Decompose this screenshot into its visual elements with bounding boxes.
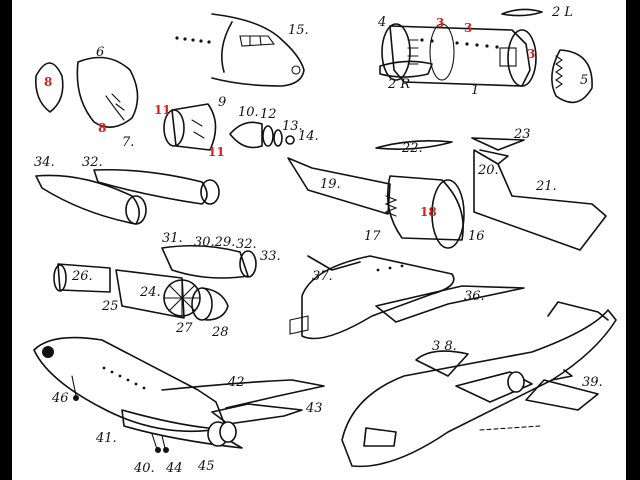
exploded-aircraft-drawing bbox=[33, 8, 617, 468]
label-part-18: 18 bbox=[420, 205, 437, 219]
part-5-aft-ring bbox=[551, 49, 593, 104]
label-part-22: 22. bbox=[402, 141, 423, 156]
part-6-nose-cone bbox=[76, 56, 139, 128]
label-part-24: 24. bbox=[140, 285, 161, 300]
label-part-3a: 3 bbox=[436, 16, 445, 30]
exploded-aircraft-parts-sheet: 1 2 L 2 R 3 3 3 4 5 6 7. 8 8 9 10. 11 11… bbox=[12, 0, 626, 480]
label-part-12: 12 bbox=[260, 107, 277, 122]
label-part-43: 43 bbox=[306, 401, 323, 416]
assembled-airliner-left bbox=[33, 336, 325, 453]
label-part-11b: 11 bbox=[208, 145, 225, 159]
label-part-2r: 2 R bbox=[388, 77, 411, 92]
label-part-36: 36. bbox=[464, 289, 485, 304]
label-part-31: 31. bbox=[162, 231, 183, 246]
label-part-32b: 32. bbox=[236, 237, 257, 252]
label-part-20: 20. bbox=[478, 163, 499, 178]
label-part-17: 17 bbox=[364, 229, 381, 244]
label-part-38: 3 8. bbox=[432, 339, 457, 354]
label-part-21: 21. bbox=[536, 179, 557, 194]
label-part-42: 42 bbox=[228, 375, 245, 390]
label-part-16: 16 bbox=[468, 229, 485, 244]
label-part-28: 28 bbox=[212, 325, 229, 340]
part-20-21-tail-fuselage bbox=[473, 149, 607, 251]
label-part-3b: 3 bbox=[464, 21, 473, 35]
part-2r-fairing bbox=[379, 60, 433, 78]
part-19-wing bbox=[287, 157, 391, 215]
label-part-13: 13. bbox=[282, 119, 303, 134]
part-9-engine-intake bbox=[163, 103, 217, 151]
part-26-intake-cowl bbox=[53, 263, 111, 293]
part-31-33-engine-core bbox=[161, 244, 257, 279]
label-part-9: 9 bbox=[218, 95, 227, 110]
label-part-32a: 32. bbox=[82, 155, 103, 170]
part-28-exhaust-ring bbox=[191, 287, 229, 321]
part-10-spinner bbox=[229, 121, 263, 149]
label-part-6: 6 bbox=[96, 45, 105, 60]
label-part-7: 7. bbox=[122, 135, 135, 150]
label-part-29-30: 30.29. bbox=[194, 235, 236, 250]
label-part-41: 41. bbox=[96, 431, 117, 446]
label-part-8b: 8 bbox=[98, 121, 107, 135]
label-part-3c: 3 bbox=[527, 47, 536, 61]
part-15-nose-section bbox=[175, 13, 305, 87]
part-2l-fairing bbox=[501, 8, 543, 17]
part-8-radome bbox=[34, 62, 64, 113]
part-23-stabiliser-tip bbox=[471, 137, 525, 151]
label-part-34: 34. bbox=[34, 155, 55, 170]
label-part-23: 23 bbox=[514, 127, 531, 142]
part-22-fin-tip bbox=[375, 140, 453, 150]
label-part-46: 46 bbox=[52, 391, 69, 406]
part-32-nacelle-upper bbox=[93, 168, 220, 205]
label-part-2l: 2 L bbox=[552, 5, 574, 20]
label-part-37: 37. bbox=[312, 269, 333, 284]
part-1-fuselage-barrel bbox=[381, 23, 537, 87]
label-part-11a: 11 bbox=[154, 103, 171, 117]
label-part-27: 27 bbox=[176, 321, 193, 336]
label-part-26: 26. bbox=[72, 269, 93, 284]
part-34-nacelle-left bbox=[35, 174, 147, 225]
label-part-1: 1 bbox=[471, 83, 480, 98]
label-part-19: 19. bbox=[320, 177, 341, 192]
assembled-airliner-right bbox=[341, 301, 617, 468]
label-part-14: 14. bbox=[298, 129, 319, 144]
label-part-10: 10. bbox=[238, 105, 259, 120]
label-part-33: 33. bbox=[260, 249, 281, 264]
label-part-40: 40. bbox=[134, 461, 155, 476]
part-27-fan-disk bbox=[163, 279, 201, 317]
label-part-39: 39. bbox=[582, 375, 603, 390]
part-12-13-fan-disks bbox=[262, 125, 283, 147]
label-part-4: 4 bbox=[378, 15, 387, 30]
label-part-25: 25 bbox=[102, 299, 119, 314]
label-part-5: 5 bbox=[580, 73, 589, 88]
part-24-compressor-casing bbox=[115, 269, 185, 319]
label-part-8a: 8 bbox=[44, 75, 53, 89]
part-36-37-wing-assembly bbox=[289, 255, 525, 340]
label-part-45: 45 bbox=[198, 459, 215, 474]
label-part-15: 15. bbox=[288, 23, 309, 38]
label-part-44: 44 bbox=[166, 461, 183, 476]
part-14-nut bbox=[285, 135, 295, 145]
